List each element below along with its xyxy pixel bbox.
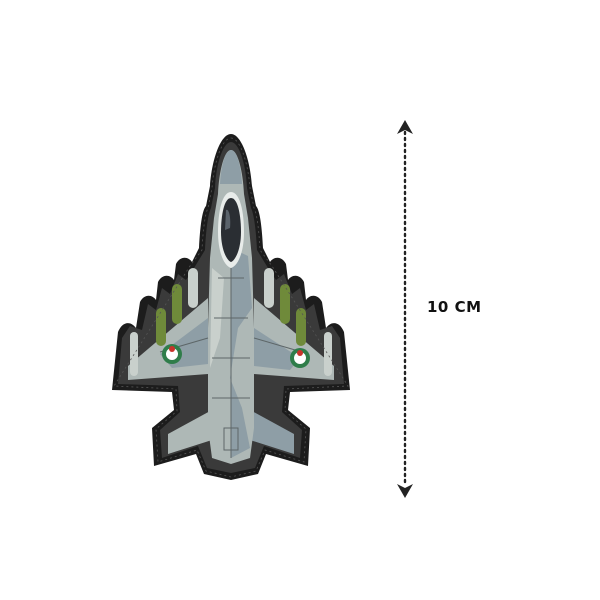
missile-left-tip [130,332,138,376]
nose-cone [220,150,242,184]
right-stabilizer [250,410,294,454]
right-wing-camo [254,328,300,370]
arrow-down-icon [397,484,413,498]
missile-left-outer [156,308,166,346]
fighter-jet-patch [112,134,350,480]
arrow-up-icon [397,120,413,134]
missile-left-inner [188,268,198,308]
stitch-line [113,137,349,478]
canopy-glare [225,209,231,230]
left-stabilizer [168,410,212,454]
left-missiles [130,268,198,376]
missile-right-tip [324,332,332,376]
size-label: 10 CM [427,298,482,316]
size-measure [397,120,413,498]
missile-right-outer [296,308,306,346]
fuselage-camo [230,248,252,458]
right-missiles [264,268,332,376]
missile-right-inner [264,268,274,308]
right-roundel [290,348,310,368]
left-roundel [162,344,182,364]
missile-left-middle [172,284,182,324]
missile-right-middle [280,284,290,324]
